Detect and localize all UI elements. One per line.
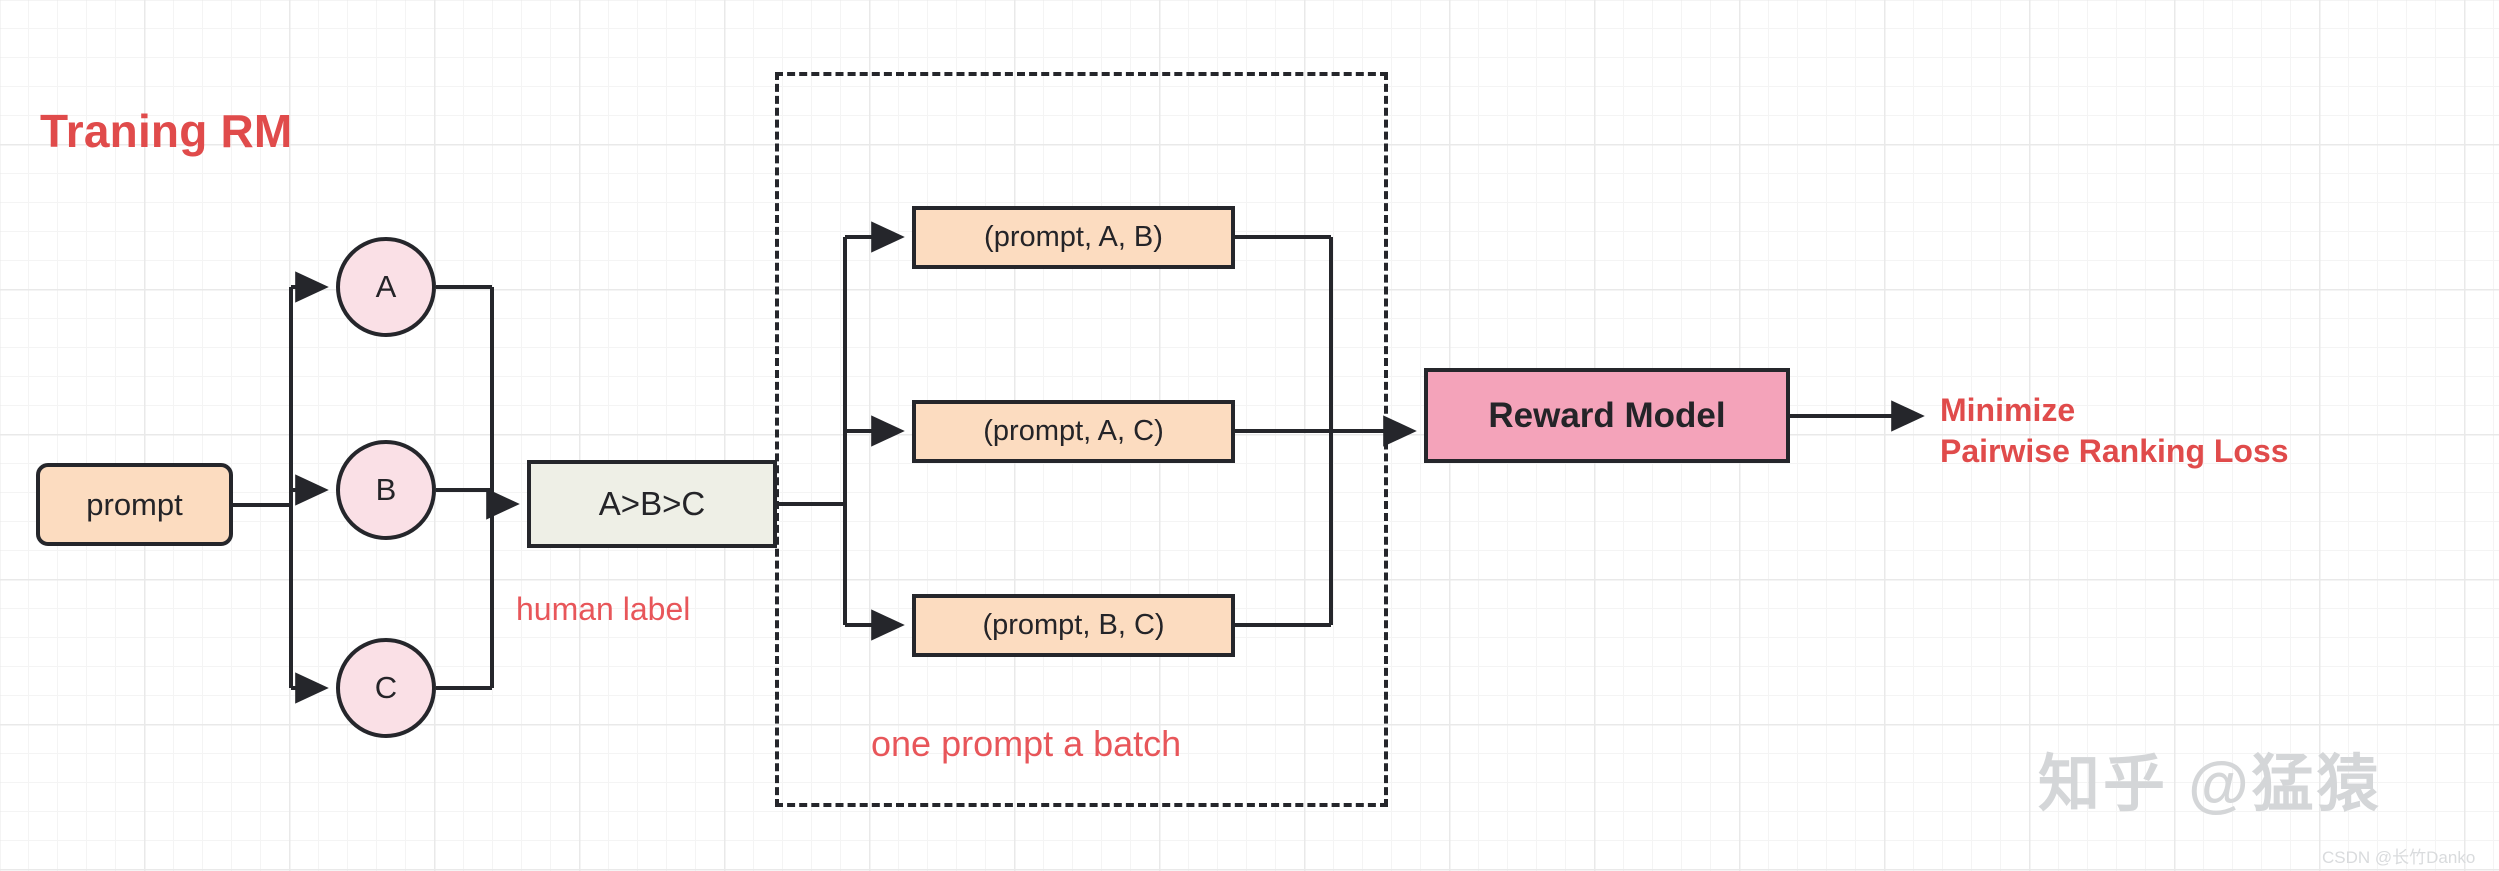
loss-line-1: Minimize <box>1940 392 2076 428</box>
loss-line-2: Pairwise Ranking Loss <box>1940 432 2289 469</box>
answer-circle-c[interactable]: C <box>336 638 436 738</box>
answer-circle-b[interactable]: B <box>336 440 436 540</box>
zhihu-watermark: 知乎 @猛猿 <box>2038 750 2382 819</box>
csdn-watermark: CSDN @长竹Danko <box>2322 848 2476 867</box>
answer-circle-a[interactable]: A <box>336 237 436 337</box>
pair-node-ab[interactable]: (prompt, A, B) <box>912 206 1235 269</box>
prompt-node[interactable]: prompt <box>36 463 233 546</box>
pair-node-ac[interactable]: (prompt, A, C) <box>912 400 1235 463</box>
ranking-node[interactable]: A>B>C <box>527 460 777 548</box>
reward-model-node[interactable]: Reward Model <box>1424 368 1790 463</box>
loss-annotation: Minimize Pairwise Ranking Loss <box>1940 390 2289 472</box>
human-label-annotation: human label <box>516 591 691 627</box>
pair-node-bc[interactable]: (prompt, B, C) <box>912 594 1235 657</box>
batch-label-annotation: one prompt a batch <box>871 723 1182 764</box>
page-title: Traning RM <box>40 105 293 157</box>
